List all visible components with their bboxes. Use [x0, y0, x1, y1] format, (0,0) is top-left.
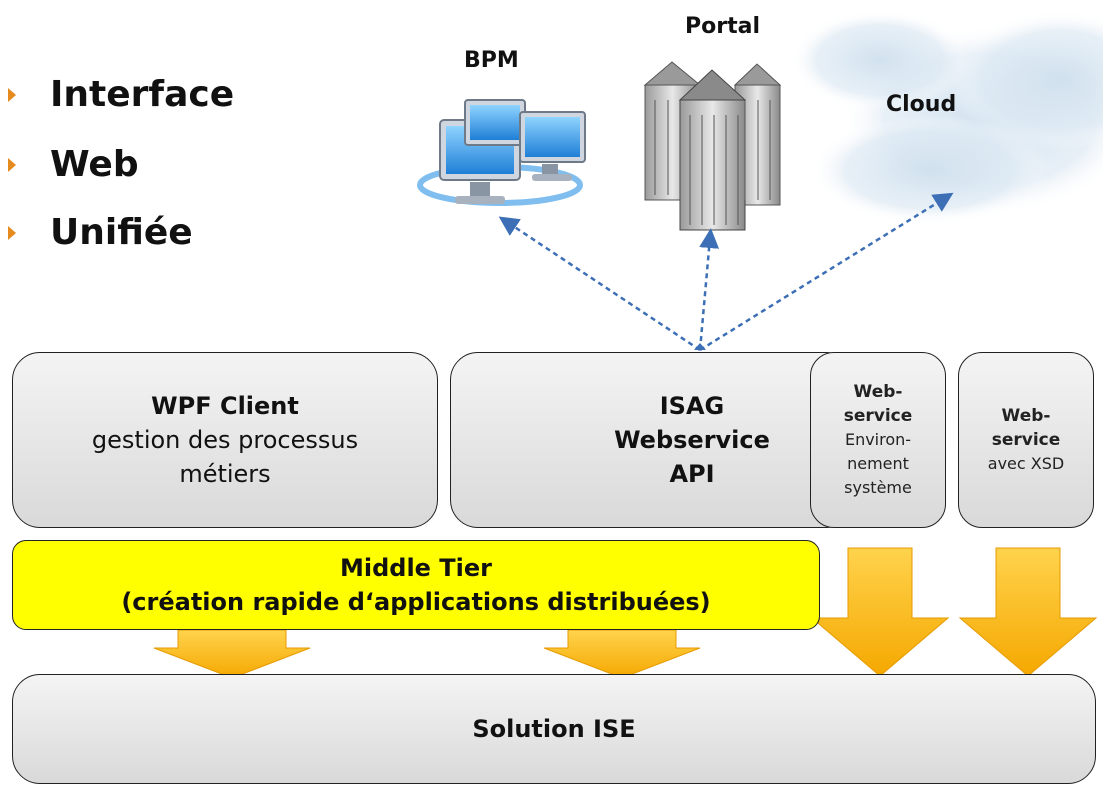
bpm-label: BPM: [464, 48, 519, 73]
wpf-client-title: WPF Client: [151, 392, 299, 420]
ws-env-line5: système: [844, 478, 912, 497]
middle-tier-title: Middle Tier: [339, 554, 493, 582]
wpf-client-box: WPF Client gestion des processus métiers: [12, 352, 438, 528]
webservice-xsd-box: Web- service avec XSD: [958, 352, 1094, 528]
arrow-down-4: [958, 547, 1098, 677]
cloud-icon: [790, 10, 1103, 225]
ws-xsd-line2: service: [991, 430, 1061, 450]
bullet-item: Web: [8, 144, 139, 185]
bullet-arrow-icon: [8, 87, 16, 102]
portal-label: Portal: [685, 14, 760, 39]
wpf-client-line2: métiers: [179, 460, 271, 488]
wpf-client-line1: gestion des processus: [91, 426, 359, 454]
connector-bpm: [498, 216, 701, 352]
isag-line3: API: [669, 460, 715, 488]
arrow-down-1: [153, 629, 311, 679]
connector-lines: [498, 192, 954, 352]
isag-line2: Webservice: [614, 426, 770, 454]
ws-env-line3: Environ-: [844, 430, 912, 449]
block-arrows: [153, 547, 1098, 679]
webservice-env-box: Web- service Environ- nement système: [810, 352, 946, 528]
bullet-item: Unifiée: [8, 212, 193, 253]
solution-ise-label: Solution ISE: [472, 715, 636, 743]
arrow-down-3: [810, 547, 950, 677]
ws-xsd-line3: avec XSD: [987, 454, 1065, 473]
bullet-item: Interface: [8, 74, 234, 115]
computers-icon: [417, 99, 586, 206]
solution-ise-box: Solution ISE: [12, 674, 1096, 784]
isag-webservice-box: ISAG Webservice API: [450, 352, 854, 528]
ws-env-line1: Web-: [853, 382, 903, 402]
middle-tier-subtitle: (création rapide d‘applications distribu…: [121, 588, 711, 616]
ws-env-line4: nement: [847, 454, 909, 473]
bullet-arrow-icon: [8, 225, 16, 240]
cloud-label: Cloud: [886, 92, 957, 117]
ws-xsd-line1: Web-: [1001, 406, 1051, 426]
connector-cloud: [699, 192, 954, 352]
arrow-down-2: [543, 629, 701, 679]
ws-env-line2: service: [843, 406, 913, 426]
buildings-icon: [643, 61, 782, 231]
connector-portal: [698, 228, 720, 351]
middle-tier-box: Middle Tier (création rapide d‘applicati…: [12, 540, 820, 630]
bullet-arrow-icon: [8, 157, 16, 172]
isag-line1: ISAG: [659, 392, 725, 420]
